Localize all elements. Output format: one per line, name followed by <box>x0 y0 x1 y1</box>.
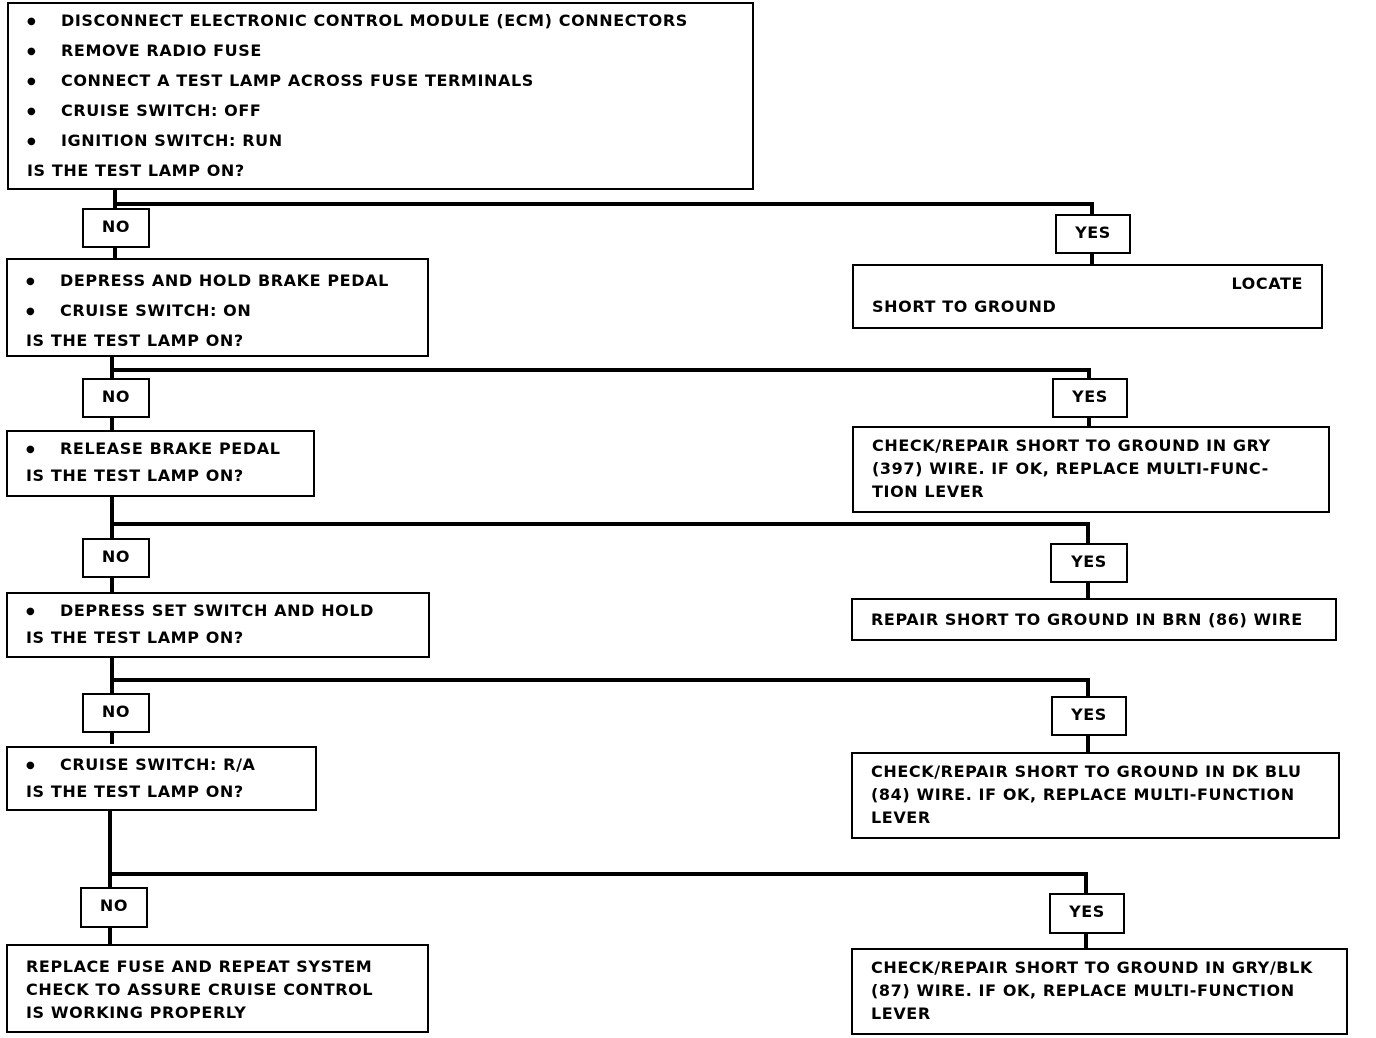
step-1-box: DISCONNECT ELECTRONIC CONTROL MODULE (EC… <box>7 2 754 190</box>
step-5-yes-tag: YES <box>1049 893 1125 934</box>
step-2-instruction-2: CRUISE SWITCH: ON <box>26 296 409 326</box>
result-4-line-1: CHECK/REPAIR SHORT TO GROUND IN DK BLU <box>871 762 1302 781</box>
result-2-line-3: TION LEVER <box>872 482 985 501</box>
result-4-box: CHECK/REPAIR SHORT TO GROUND IN DK BLU (… <box>851 752 1340 839</box>
step-5-no-tag: NO <box>80 887 148 928</box>
result-4-line-3: LEVER <box>871 808 931 827</box>
step-3-box: RELEASE BRAKE PEDAL IS THE TEST LAMP ON? <box>6 430 315 497</box>
result-2-box: CHECK/REPAIR SHORT TO GROUND IN GRY (397… <box>852 426 1330 513</box>
final-step-box: REPLACE FUSE AND REPEAT SYSTEM CHECK TO … <box>6 944 429 1033</box>
step-3-question: IS THE TEST LAMP ON? <box>26 466 244 485</box>
step-3-instruction-1: RELEASE BRAKE PEDAL <box>26 436 295 463</box>
step-4-yes-tag: YES <box>1051 696 1127 736</box>
step-4-no-tag: NO <box>82 693 150 733</box>
step-1-instruction-5: IGNITION SWITCH: RUN <box>27 126 734 156</box>
step-1-instruction-4: CRUISE SWITCH: OFF <box>27 96 734 126</box>
step-1-yes-tag: YES <box>1055 214 1131 254</box>
result-2-line-1: CHECK/REPAIR SHORT TO GROUND IN GRY <box>872 436 1271 455</box>
step-3-yes-tag: YES <box>1050 543 1128 583</box>
result-5-line-2: (87) WIRE. IF OK, REPLACE MULTI-FUNCTION <box>871 981 1295 1000</box>
step-1-instruction-1: DISCONNECT ELECTRONIC CONTROL MODULE (EC… <box>27 6 734 36</box>
step-3-no-tag: NO <box>82 538 150 578</box>
step-1-instruction-3: CONNECT A TEST LAMP ACROSS FUSE TERMINAL… <box>27 66 734 96</box>
result-4-line-2: (84) WIRE. IF OK, REPLACE MULTI-FUNCTION <box>871 785 1295 804</box>
step-4-instruction-1: DEPRESS SET SWITCH AND HOLD <box>26 598 410 625</box>
step-2-no-tag: NO <box>82 378 150 418</box>
step-1-question: IS THE TEST LAMP ON? <box>27 161 245 180</box>
step-4-box: DEPRESS SET SWITCH AND HOLD IS THE TEST … <box>6 592 430 658</box>
result-5-box: CHECK/REPAIR SHORT TO GROUND IN GRY/BLK … <box>851 948 1348 1035</box>
result-5-line-1: CHECK/REPAIR SHORT TO GROUND IN GRY/BLK <box>871 958 1313 977</box>
result-1-line-2: SHORT TO GROUND <box>872 297 1057 316</box>
final-step-line-3: IS WORKING PROPERLY <box>26 1003 247 1022</box>
step-1-no-tag: NO <box>82 208 150 248</box>
final-step-line-1: REPLACE FUSE AND REPEAT SYSTEM <box>26 957 373 976</box>
step-1-instruction-2: REMOVE RADIO FUSE <box>27 36 734 66</box>
step-5-instruction-1: CRUISE SWITCH: R/A <box>26 752 297 779</box>
result-1-line-1: LOCATE <box>1231 274 1303 293</box>
step-2-instruction-1: DEPRESS AND HOLD BRAKE PEDAL <box>26 266 409 296</box>
step-5-box: CRUISE SWITCH: R/A IS THE TEST LAMP ON? <box>6 746 317 811</box>
final-step-line-2: CHECK TO ASSURE CRUISE CONTROL <box>26 980 374 999</box>
result-5-line-3: LEVER <box>871 1004 931 1023</box>
step-2-yes-tag: YES <box>1052 378 1128 418</box>
step-4-question: IS THE TEST LAMP ON? <box>26 628 244 647</box>
step-2-question: IS THE TEST LAMP ON? <box>26 331 244 350</box>
result-1-box: LOCATE SHORT TO GROUND <box>852 264 1323 329</box>
result-3-box: REPAIR SHORT TO GROUND IN BRN (86) WIRE <box>851 598 1337 641</box>
result-2-line-2: (397) WIRE. IF OK, REPLACE MULTI-FUNC- <box>872 459 1269 478</box>
result-3-line-1: REPAIR SHORT TO GROUND IN BRN (86) WIRE <box>871 610 1303 629</box>
step-5-question: IS THE TEST LAMP ON? <box>26 782 244 801</box>
step-2-box: DEPRESS AND HOLD BRAKE PEDAL CRUISE SWIT… <box>6 258 429 357</box>
